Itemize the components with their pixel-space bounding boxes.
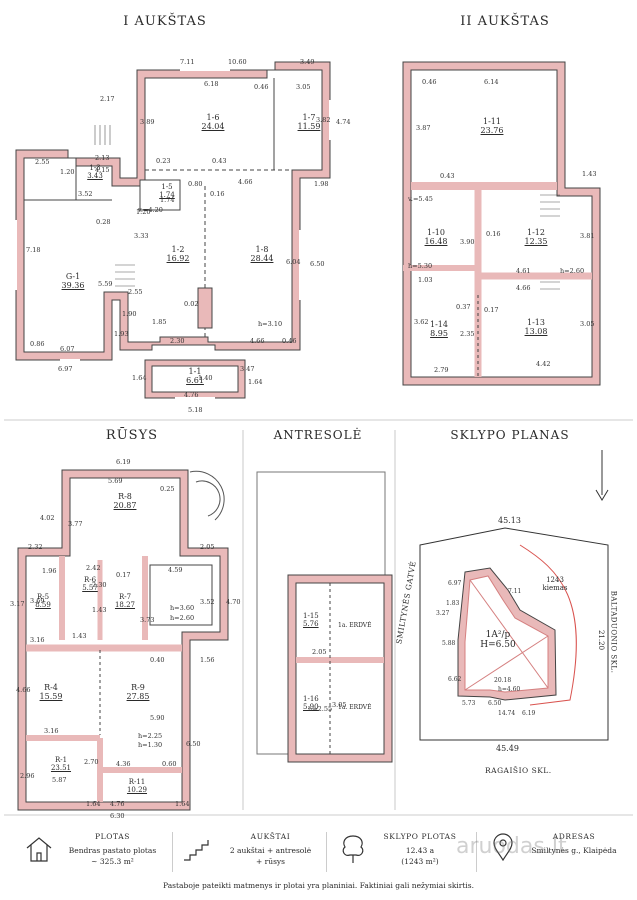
mezzanine-plan (256, 471, 393, 763)
legend-area: PLOTAS Bendras pastato plotas ~ 325.3 m² (20, 820, 170, 886)
footer-note: Pastaboje pateikti matmenys ir plotai yr… (163, 881, 474, 890)
legend-area-line2: ~ 325.3 m² (91, 857, 134, 866)
stairs-icon (184, 840, 209, 861)
room-1-15-label: 1a. ERDVĖ (338, 622, 372, 629)
tree-icon (342, 835, 364, 863)
legend-plot-label: SKLYPO PLOTAS (383, 832, 457, 841)
site-street-right: BALTADUONIO SKL. (609, 590, 618, 674)
legend-floors-line1: 2 aukštai + antresolė (229, 846, 312, 855)
legend-area-label: PLOTAS (95, 832, 130, 841)
site-dim-bottom: 45.49 (496, 744, 519, 753)
legend-bar: PLOTAS Bendras pastato plotas ~ 325.3 m²… (0, 820, 637, 886)
site-dim-right: 21.20 (597, 629, 606, 651)
floor1-title: I AUKŠTAS (123, 14, 207, 29)
section-dividers (4, 419, 633, 816)
legend-plot-line2: (1243 m²) (401, 857, 439, 866)
legend-address-line1: Smiltynės g., Klaipėda (531, 846, 617, 855)
floor1-plan (15, 61, 331, 399)
watermark: aruodas.lt (456, 834, 567, 859)
legend-address: ADRESAS Smiltynės g., Klaipėda (484, 820, 632, 886)
location-pin-icon (493, 833, 513, 862)
legend-plot-line1: 12.43 a (405, 846, 435, 855)
floor-plans-drawing (4, 61, 633, 816)
site-street-bottom: RAGAIŠIO SKL. (485, 766, 552, 775)
site-plan (419, 450, 609, 741)
floor2-plan (402, 61, 601, 386)
house-icon (26, 837, 52, 862)
legend-floors-line2: + rūsys (255, 857, 286, 866)
legend-plot-area: SKLYPO PLOTAS 12.43 a (1243 m²) (334, 820, 474, 886)
legend-floors-label: AUKŠTAI (250, 832, 291, 841)
site-dim-top: 45.13 (498, 516, 521, 525)
site-title: SKLYPO PLANAS (450, 428, 570, 442)
legend-floors: AUKŠTAI 2 aukštai + antresolė + rūsys (178, 820, 328, 886)
basement-plan (17, 469, 229, 811)
site-street-left: SMILTYNĖS GATVĖ (394, 560, 418, 645)
legend-address-label: ADRESAS (552, 832, 596, 841)
basement-title: RŪSYS (105, 428, 159, 443)
room-1-16-label: 1a. ERDVĖ (338, 704, 372, 711)
legend-area-line1: Bendras pastato plotas (68, 846, 157, 855)
mezzanine-title: ANTRESOLĖ (273, 428, 363, 442)
floor2-title: II AUKŠTAS (460, 14, 550, 29)
